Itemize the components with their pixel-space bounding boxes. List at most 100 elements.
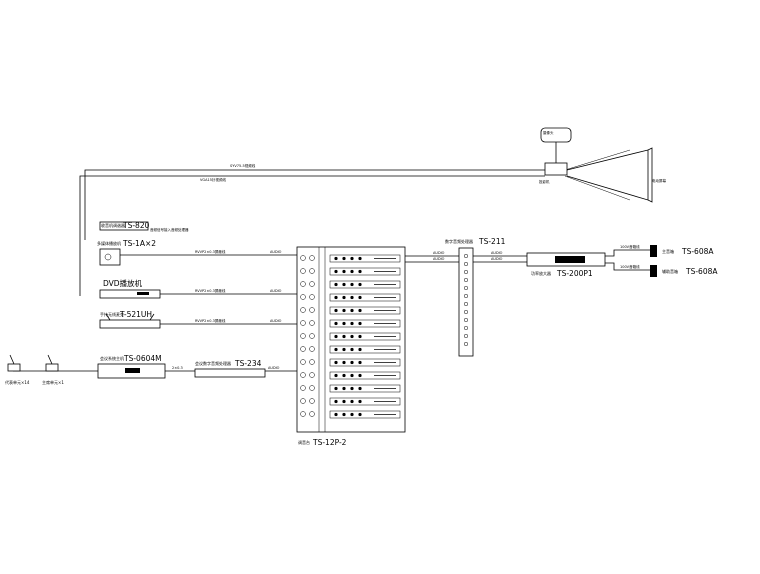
channel-knob-icon [309, 320, 315, 326]
proc-out-label-1: AUDIO [491, 251, 503, 255]
delegate-mic-icon [7, 363, 21, 372]
antenna-left-icon [105, 313, 111, 321]
strip-knob-icon [334, 295, 338, 300]
processor-knobs [463, 253, 469, 347]
tuner-prefix: 收音机调谐器 [101, 222, 125, 228]
channel-strip [329, 384, 401, 393]
strip-knob-icon [334, 360, 338, 365]
strip-knob-icon [358, 269, 362, 274]
channel-strip [329, 306, 401, 315]
strip-knob-icon [334, 412, 338, 417]
channel-jack-icon [300, 281, 306, 287]
channel-knob-icon [309, 398, 315, 404]
strip-knob-icon [342, 412, 346, 417]
strip-knob-icon [334, 347, 338, 352]
proc-audio-label-1: AUDIO [433, 251, 445, 255]
source-audio-label: AUDIO [270, 250, 282, 254]
wireless-model: T-521UH [119, 310, 152, 319]
feedback-processor: 会议数字音频处理器 TS-234 AUDIO [194, 359, 280, 378]
screen-label: 电动屏幕 [652, 178, 666, 183]
channel-jack-icon [300, 268, 306, 274]
amp-grille-icon [555, 256, 585, 263]
channel-strip [329, 358, 401, 367]
amplifier: 功率放大器 TS-200P1 [526, 252, 606, 278]
channel-knob-icon [309, 294, 315, 300]
strip-knob-icon [358, 373, 362, 378]
strip-knob-icon [350, 321, 354, 326]
channel-jack-icon [300, 294, 306, 300]
mixer: 调音台 TS-12P-2 [296, 246, 406, 447]
channel-jack-icon [300, 359, 306, 365]
strip-knob-icon [342, 360, 346, 365]
mixer-prefix: 调音台 [298, 439, 310, 445]
speaker-main-prefix: 主音箱 [662, 248, 674, 254]
projector-group: 摄像头 投影机 电动屏幕 SYV75-5视频线 VGA15针视频线 [200, 127, 666, 203]
tuner: 收音机调谐器 TS-820 音频信号接入音频处理器 [99, 221, 189, 232]
channel-strip [329, 319, 401, 328]
source-model: TS-1A×2 [122, 239, 156, 248]
wireless-receiver-box [99, 319, 161, 329]
strip-knob-icon [342, 282, 346, 287]
strip-knob-icon [334, 321, 338, 326]
channel-jack-icon [300, 307, 306, 313]
processor-knob-icon [463, 269, 469, 275]
projector-icon [544, 162, 568, 176]
chair-mic-icon [45, 363, 59, 372]
mic-chair-label: 主席单元×1 [42, 379, 64, 385]
strip-knob-icon [358, 282, 362, 287]
channel-strip [329, 397, 401, 406]
amplifier-model: TS-200P1 [556, 269, 593, 278]
strip-knob-icon [342, 295, 346, 300]
strip-knob-icon [350, 412, 354, 417]
feedback-prefix: 会议数字音频处理器 [195, 360, 231, 366]
strip-knob-icon [342, 347, 346, 352]
amp-spk-line-2 [605, 262, 650, 271]
processor-knob-icon [463, 309, 469, 315]
source-cable-label: RVVP2×0.3屏蔽线 [195, 249, 226, 254]
dvd-tray-icon [137, 292, 149, 295]
wireless-audio-label: AUDIO [270, 319, 282, 323]
strip-knob-icon [342, 334, 346, 339]
strip-knob-icon [334, 256, 338, 261]
vga-cable-line [79, 175, 545, 296]
channel-knob-icon [309, 411, 315, 417]
projector-label: 投影机 [539, 179, 550, 184]
strip-knob-icon [342, 256, 346, 261]
channel-jack-icon [300, 372, 306, 378]
mixer-model: TS-12P-2 [312, 438, 347, 447]
processor-knob-icon [463, 333, 469, 339]
processor-knob-icon [463, 301, 469, 307]
channel-strip [329, 345, 401, 354]
strip-knob-icon [350, 347, 354, 352]
channel-knob-icon [309, 385, 315, 391]
channel-jack-icon [300, 385, 306, 391]
proc-audio-label-2: AUDIO [433, 257, 445, 261]
channel-knob-icon [309, 281, 315, 287]
strip-knob-icon [350, 269, 354, 274]
channel-knob-icon [309, 359, 315, 365]
processor-knob-icon [463, 341, 469, 347]
strip-knob-icon [358, 321, 362, 326]
video-cable-line [84, 169, 545, 240]
strip-knob-icon [334, 334, 338, 339]
channel-knob-icon [309, 372, 315, 378]
processor-knob-icon [463, 277, 469, 283]
source-box [99, 248, 121, 266]
wireless-prefix: 手持无线麦克 [100, 311, 124, 317]
source-prefix: 多媒体播放机 [97, 240, 121, 246]
speaker-main-model: TS-608A [681, 247, 714, 256]
strip-knob-icon [342, 399, 346, 404]
channel-strip [329, 293, 401, 302]
conf-prefix: 会议系统主机 [100, 355, 124, 361]
speaker-aux-prefix: 辅助音箱 [662, 268, 678, 274]
mic-units: 代表单元×14 主席单元×1 [5, 354, 64, 385]
strip-knob-icon [358, 360, 362, 365]
channel-jack-icon [300, 398, 306, 404]
amplifier-prefix: 功率放大器 [531, 270, 551, 276]
strip-knob-icon [342, 308, 346, 313]
feedback-box [194, 368, 266, 378]
channel-knob-icon [309, 307, 315, 313]
proc-out-label-2: AUDIO [491, 257, 503, 261]
processor-knob-icon [463, 285, 469, 291]
strip-knob-icon [350, 282, 354, 287]
